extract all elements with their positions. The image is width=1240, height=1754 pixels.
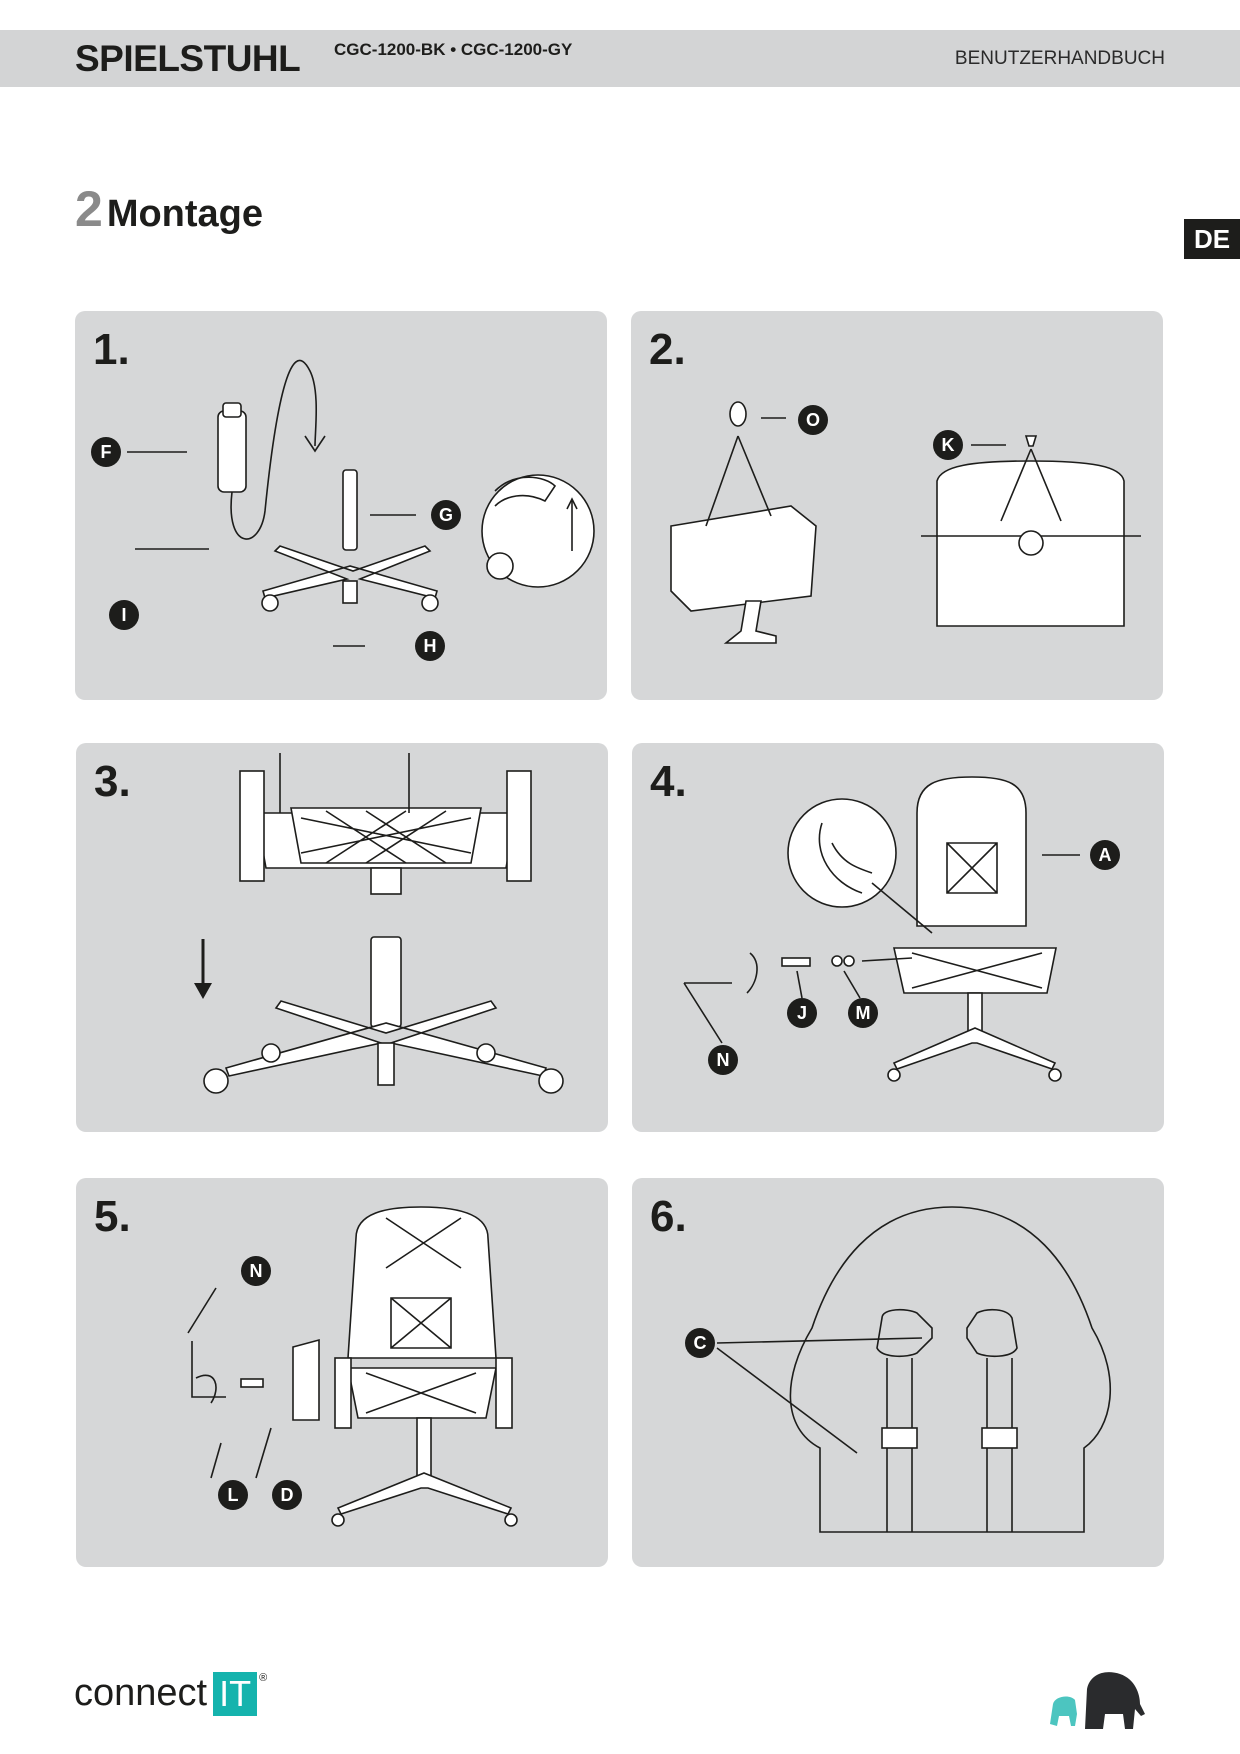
- brand-text: connect: [74, 1672, 208, 1714]
- step-number: 6.: [650, 1192, 687, 1241]
- part-label: J: [787, 998, 817, 1028]
- step-1-panel: 1. F G I H: [75, 311, 607, 700]
- step-number: 1.: [93, 325, 130, 374]
- step-6-panel: 6. C: [632, 1178, 1164, 1567]
- step-number: 5.: [94, 1192, 131, 1241]
- part-label: A: [1090, 840, 1120, 870]
- step-3-illustration: [194, 753, 564, 1094]
- step-1-illustration: [127, 359, 595, 647]
- part-label: F: [91, 437, 121, 467]
- part-label: L: [218, 1480, 248, 1510]
- step-number: 3.: [94, 757, 131, 806]
- step-number: 4.: [650, 757, 687, 806]
- step-5-illustration: [187, 1206, 518, 1527]
- section-number: 2: [75, 181, 103, 237]
- part-label: H: [415, 631, 445, 661]
- step-5-panel: 5. N L D: [76, 1178, 608, 1567]
- header-band: [0, 30, 1240, 87]
- part-label: M: [848, 998, 878, 1028]
- document-type: BENUTZERHANDBUCH: [954, 48, 1165, 69]
- step-4-illustration: [683, 776, 1080, 1082]
- step-2-illustration: [670, 401, 1141, 644]
- registered-mark: ®: [259, 1672, 268, 1684]
- model-numbers: CGC-1200-BK • CGC-1200-GY: [334, 40, 573, 59]
- part-label: G: [431, 500, 461, 530]
- connect-it-logo: connect IT ®: [74, 1672, 267, 1716]
- language-tab: DE: [1184, 219, 1240, 259]
- part-label: O: [798, 405, 828, 435]
- step-3-panel: 3.: [76, 743, 608, 1132]
- step-2-panel: 2. O K: [631, 311, 1163, 700]
- brand-box: IT: [213, 1672, 258, 1716]
- part-label: I: [109, 600, 139, 630]
- product-title: SPIELSTUHL: [75, 38, 301, 79]
- part-label: N: [241, 1256, 271, 1286]
- section-title: Montage: [106, 193, 264, 235]
- part-label: N: [708, 1045, 738, 1075]
- step-4-panel: 4. A J M N: [632, 743, 1164, 1132]
- elephant-logo-icon: [1050, 1672, 1145, 1729]
- step-6-illustration: [716, 1206, 1112, 1533]
- part-label: K: [933, 430, 963, 460]
- part-label: C: [685, 1328, 715, 1358]
- part-label: D: [272, 1480, 302, 1510]
- step-number: 2.: [649, 325, 686, 374]
